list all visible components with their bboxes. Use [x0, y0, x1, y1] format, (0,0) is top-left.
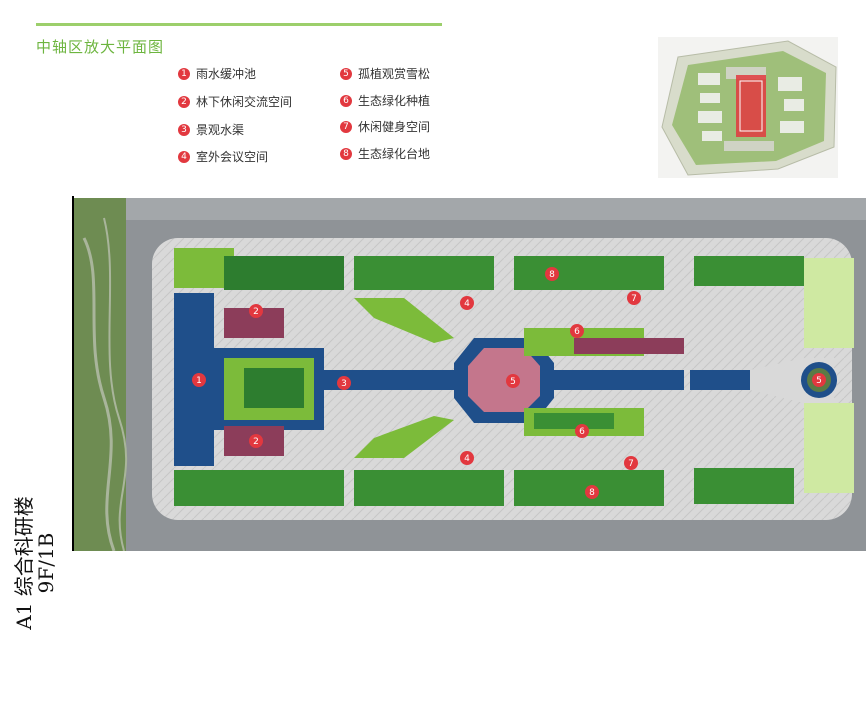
legend-item-5: 5 孤植观赏雪松: [340, 65, 430, 82]
legend-item-2: 2 林下休闲交流空间: [178, 93, 292, 110]
marker-label: 4: [464, 454, 470, 464]
legend-item-3: 3 景观水渠: [178, 121, 244, 138]
marker-label: 2: [253, 307, 259, 317]
highlight-area: [736, 75, 766, 137]
marker-7: [624, 456, 638, 470]
marker-4: [460, 296, 474, 310]
water-canal: [324, 370, 474, 390]
marker-6: [575, 424, 589, 438]
legend-label: 生态绿化种植: [358, 94, 431, 108]
building-floors: 9F/1B: [34, 532, 58, 594]
marker-icon: 7: [340, 120, 352, 133]
tree-grove: [694, 468, 794, 504]
tree-grove: [514, 256, 664, 290]
legend-label: 景观水渠: [196, 123, 245, 137]
marker-label: 7: [631, 294, 637, 304]
marker-label: 6: [574, 327, 580, 337]
marker-icon: 5: [340, 67, 352, 80]
legend-label: 休闲健身空间: [358, 120, 431, 134]
page-title: 中轴区放大平面图: [36, 38, 165, 56]
marker-label: 6: [579, 427, 585, 437]
water-canal: [554, 370, 684, 390]
tree-grove: [354, 470, 504, 506]
marker-icon: 8: [340, 147, 352, 160]
marker-icon: 3: [178, 123, 190, 136]
marker-4: [460, 451, 474, 465]
legend-label: 室外会议空间: [196, 150, 269, 164]
marker-5: [506, 374, 520, 388]
marker-icon: 4: [178, 150, 190, 163]
legend-item-6: 6 生态绿化种植: [340, 92, 430, 109]
tree-grove: [354, 256, 494, 290]
marker-icon: 2: [178, 95, 190, 108]
marker-8: [585, 485, 599, 499]
marker-3: [337, 376, 351, 390]
site-key-map: [658, 37, 838, 178]
building-label: A1 综合科研楼 9F/1B: [0, 196, 74, 630]
legend-label: 生态绿化台地: [358, 147, 431, 161]
legend-item-7: 7 休闲健身空间: [340, 118, 430, 135]
marker-label: 8: [589, 488, 595, 498]
site-plan: 1 2 2 3 4 4 5 5 6 6 7 7 8 8: [74, 198, 866, 551]
marker-2: [249, 304, 263, 318]
marker-1: [192, 373, 206, 387]
marker-icon: 6: [340, 94, 352, 107]
header-rule: [36, 23, 442, 26]
legend-item-1: 1 雨水缓冲池: [178, 65, 256, 82]
marker-6: [570, 324, 584, 338]
marker-label: 2: [253, 437, 259, 447]
tree-grove: [694, 256, 804, 286]
marker-icon: 1: [178, 67, 190, 80]
legend-item-4: 4 室外会议空间: [178, 148, 268, 165]
marker-label: 5: [510, 377, 516, 387]
marker-8: [545, 267, 559, 281]
plan-markers: [192, 267, 826, 499]
marker-label: 3: [341, 379, 347, 389]
legend-label: 林下休闲交流空间: [196, 95, 293, 109]
legend-label: 雨水缓冲池: [196, 67, 257, 81]
left-green-belt: [74, 198, 126, 551]
cedar-tree-centre: [468, 348, 540, 412]
building-name: A1 综合科研楼: [12, 496, 36, 630]
tree-grove: [174, 470, 344, 506]
marker-label: 5: [816, 376, 822, 386]
marker-7: [627, 291, 641, 305]
marker-label: 1: [196, 376, 202, 386]
marker-5: [812, 373, 826, 387]
legend-item-8: 8 生态绿化台地: [340, 145, 430, 162]
marker-2: [249, 434, 263, 448]
legend-label: 孤植观赏雪松: [358, 67, 431, 81]
marker-label: 7: [628, 459, 634, 469]
tree-grove: [224, 256, 344, 290]
marker-label: 4: [464, 299, 470, 309]
marker-label: 8: [549, 270, 555, 280]
